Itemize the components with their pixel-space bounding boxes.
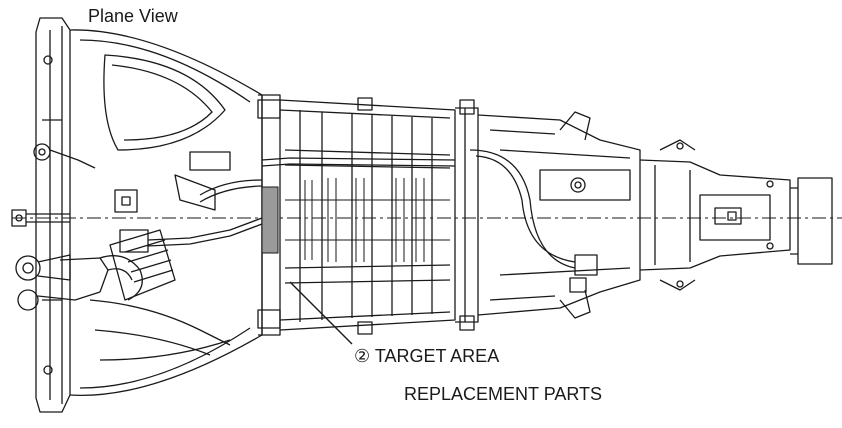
main-case: [279, 97, 475, 335]
extension-housing: [477, 111, 641, 319]
target-area-highlight: [261, 186, 279, 254]
callout-leader-line: [289, 281, 353, 345]
callout-label-line1: ② TARGET AREA: [354, 346, 499, 367]
shift-linkage: [33, 143, 263, 253]
mid-joint: [455, 107, 479, 323]
callout-replacement-parts-text: REPLACEMENT PARTS: [404, 384, 603, 404]
gear-cone: [109, 229, 176, 301]
synchro-hatching: [285, 178, 450, 262]
output-flange: [790, 177, 833, 265]
view-title: Plane View: [88, 6, 178, 26]
tail-housing: [639, 139, 791, 291]
callout-number-marker: ②: [354, 346, 371, 366]
wiring-harness: [199, 149, 598, 293]
lower-actuator: [15, 254, 143, 311]
callout-target-area-text: TARGET AREA: [374, 346, 500, 366]
bell-housing-flange: [35, 17, 71, 413]
bell-housing-cone: [69, 29, 263, 397]
